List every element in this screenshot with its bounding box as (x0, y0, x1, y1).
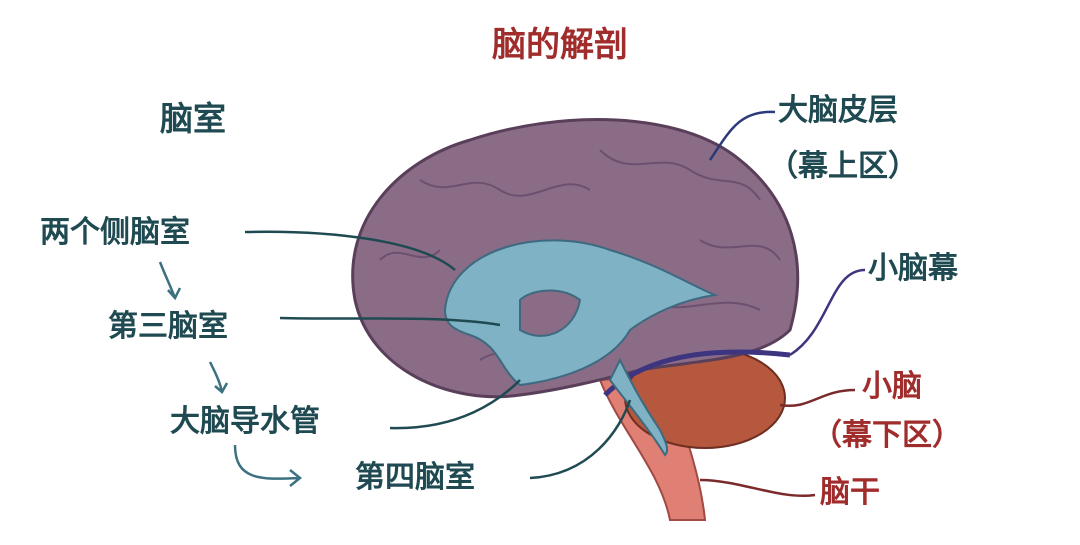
label-brainstem: 脑干 (820, 475, 880, 510)
label-cerebral-cortex: 大脑皮层 (778, 93, 898, 128)
label-lateral-ventricles: 两个侧脑室 (40, 215, 190, 250)
diagram-title: 脑的解剖 (492, 25, 628, 65)
fourth-ventricle (608, 357, 669, 457)
ventricles-heading: 脑室 (160, 99, 226, 138)
label-supratentorial: （幕上区） (768, 149, 918, 184)
label-cerebellum: 小脑 (862, 369, 922, 404)
label-tentorium: 小脑幕 (868, 251, 958, 286)
label-cerebral-aqueduct: 大脑导水管 (170, 404, 320, 439)
label-infratentorial: （幕下区） (812, 418, 962, 453)
label-third-ventricle: 第三脑室 (108, 309, 228, 344)
leader-lines (158, 110, 866, 498)
ventricles (443, 239, 719, 387)
label-fourth-ventricle: 第四脑室 (355, 460, 475, 495)
